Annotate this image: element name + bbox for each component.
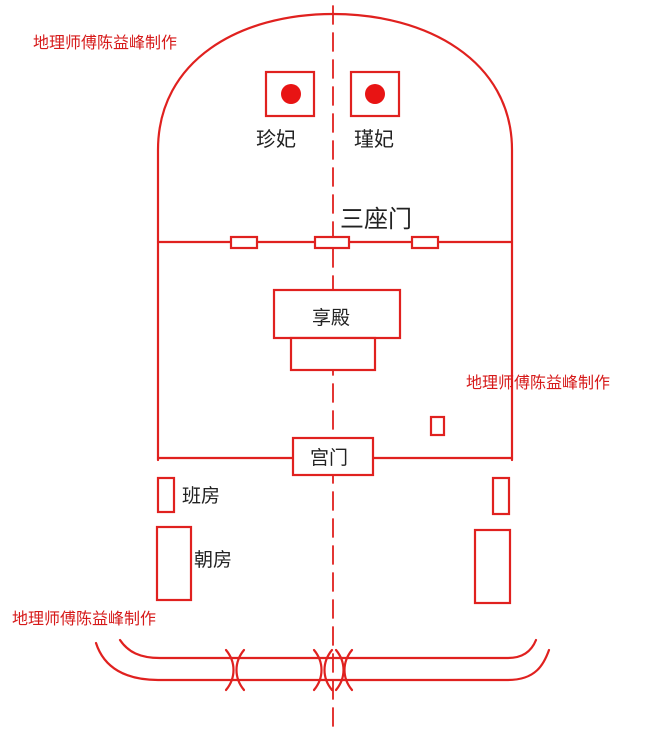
- tomb-dot-jinfei: [365, 84, 385, 104]
- bridge-center: [312, 648, 334, 692]
- duty-room-right: [491, 476, 511, 516]
- label-jinfei: 瑾妃: [354, 127, 394, 151]
- watermark-bottom-left: 地理师傅陈益峰制作: [12, 609, 156, 628]
- bridge-right: [334, 648, 354, 692]
- bridge-left: [224, 648, 246, 692]
- court-room-left: [155, 525, 193, 602]
- sacrifice-hall-platform: [289, 336, 377, 372]
- label-sacrifice-hall: 享殿: [312, 307, 350, 329]
- duty-room-left: [156, 476, 176, 514]
- gate-right: [410, 235, 440, 250]
- tomb-zhenfei: [264, 70, 316, 118]
- label-duty-room: 班房: [182, 485, 220, 507]
- label-palace-gate: 宫门: [310, 447, 348, 469]
- river-outer: [94, 641, 551, 682]
- court-room-right: [473, 528, 512, 605]
- tomb-dot-zhenfei: [281, 84, 301, 104]
- watermark-top-left: 地理师傅陈益峰制作: [33, 33, 177, 52]
- tomb-jinfei: [349, 70, 401, 118]
- label-three-gates: 三座门: [340, 205, 412, 233]
- palace-gate: [291, 436, 375, 477]
- small-pavilion: [429, 415, 446, 437]
- outer-wall: [156, 12, 514, 462]
- gate-left: [229, 235, 259, 250]
- watermark-middle-right: 地理师傅陈益峰制作: [466, 373, 610, 392]
- label-court-room: 朝房: [194, 549, 232, 571]
- river-inner: [118, 638, 538, 660]
- gate-center: [313, 235, 351, 250]
- label-zhenfei: 珍妃: [256, 127, 296, 151]
